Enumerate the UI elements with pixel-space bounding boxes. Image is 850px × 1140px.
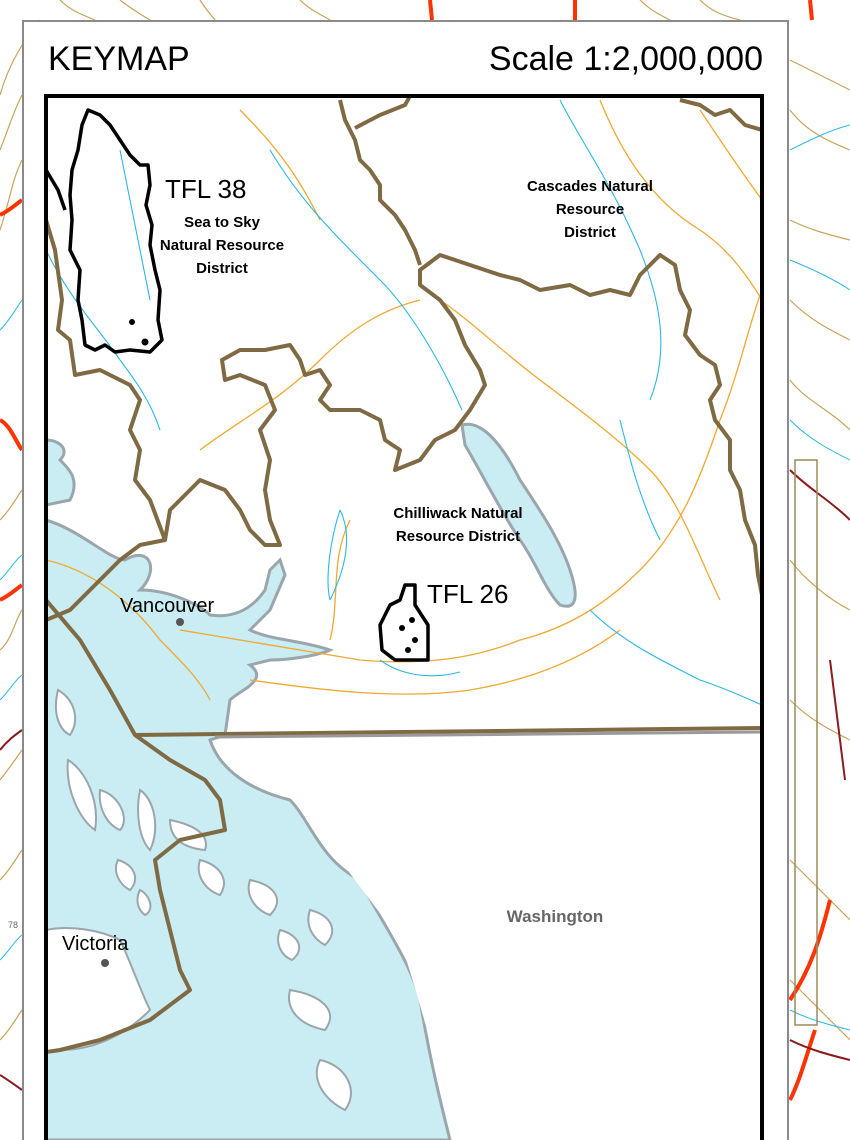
tfl-26-dot	[409, 617, 415, 623]
island	[114, 858, 137, 892]
rivers	[46, 99, 762, 706]
cascades-label-line3: District	[564, 224, 616, 241]
cascades-top-right	[354, 96, 412, 130]
island	[54, 688, 77, 737]
tfl-38-boundary	[68, 108, 164, 354]
background-frame-edge	[794, 459, 818, 1026]
vancouver-region-boundary	[46, 538, 166, 622]
tfl-38-dot	[129, 319, 135, 325]
keymap-title: KEYMAP	[48, 40, 190, 78]
chilliwack-label-line2: Resource District	[396, 528, 520, 545]
island	[66, 758, 97, 832]
island	[197, 858, 225, 897]
sea-to-sky-label-line1: Sea to Sky	[184, 214, 261, 231]
tfl-38-west-line	[46, 169, 67, 211]
sea-to-sky-label-line3: District	[196, 260, 248, 277]
island	[137, 788, 157, 852]
tfl-26-boundary	[378, 583, 430, 662]
tfl-26-label: TFL 26	[427, 579, 508, 609]
tfl-26-dot	[405, 647, 411, 653]
tfl-boundaries	[46, 108, 430, 662]
island	[307, 908, 334, 947]
washington-land	[270, 735, 762, 1140]
tfl-38-dot	[141, 338, 149, 346]
washington-label: Washington	[507, 907, 604, 926]
background-highways	[0, 0, 832, 1101]
tfl-dots	[129, 319, 418, 653]
keymap-scale: Scale 1:2,000,000	[488, 40, 763, 78]
vancouver-marker-icon	[176, 618, 184, 626]
victoria-marker-icon	[101, 959, 109, 967]
tfl-26-dot	[399, 625, 405, 631]
background-contours	[0, 0, 850, 1041]
water-bodies	[46, 422, 577, 1140]
sea-to-sky-label-line2: Natural Resource	[160, 237, 284, 254]
cascades-label-line2: Resource	[556, 201, 624, 218]
island	[136, 888, 152, 917]
district-boundaries	[46, 96, 762, 1054]
sea-to-sky-boundary	[46, 219, 762, 596]
island	[315, 1058, 352, 1112]
cascades-label-line1: Cascades Natural	[527, 178, 653, 195]
island	[168, 818, 207, 852]
cascades-top-boundary	[338, 99, 422, 266]
island	[288, 988, 332, 1032]
map-frame	[44, 94, 764, 1140]
victoria-region-boundary	[46, 598, 227, 1054]
stray-map-number: 78	[8, 920, 19, 930]
east-boundary	[679, 98, 762, 132]
chilliwack-label-line1: Chilliwack Natural	[393, 505, 522, 522]
canada-us-border	[134, 726, 762, 737]
island	[98, 788, 125, 832]
border-highway	[214, 730, 762, 739]
strait-of-georgia	[46, 518, 452, 1140]
burrard-inlet	[46, 438, 76, 507]
roads	[46, 99, 762, 701]
tfl-38-label: TFL 38	[165, 174, 246, 204]
islands	[54, 688, 352, 1112]
island	[277, 928, 301, 962]
victoria-label: Victoria	[62, 933, 129, 955]
vancouver-label: Vancouver	[120, 595, 214, 617]
harrison-lake	[460, 422, 577, 608]
saanich-peninsula	[46, 927, 152, 1054]
tfl-26-dot	[412, 637, 418, 643]
island	[247, 878, 279, 917]
